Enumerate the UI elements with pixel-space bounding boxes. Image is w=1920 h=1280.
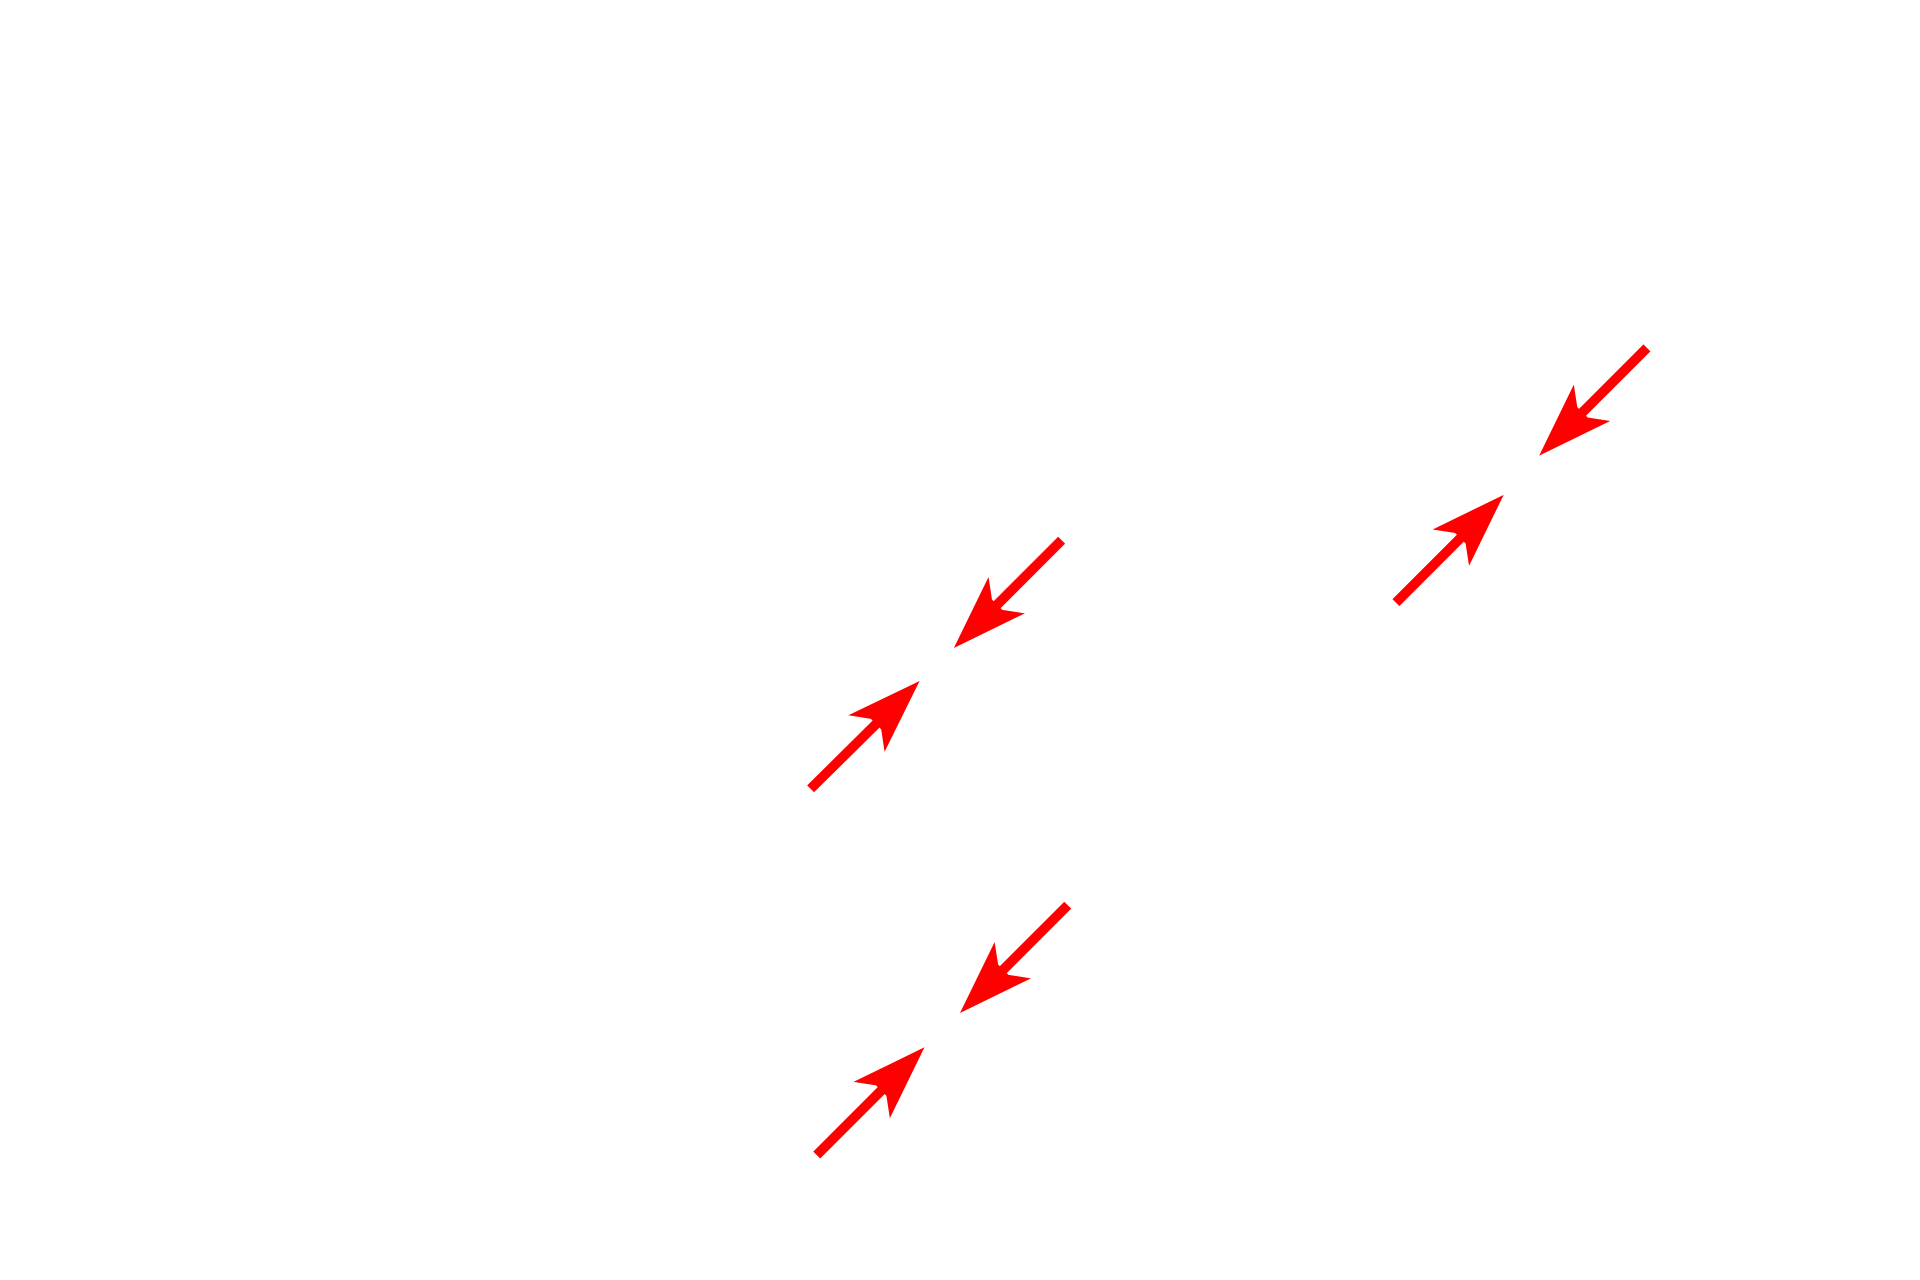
arrow-head-icon [1432, 494, 1504, 566]
arrow-head-icon [953, 576, 1025, 648]
arrow-shaft [996, 901, 1072, 977]
arrow-shaft [813, 1083, 889, 1159]
arrow-down-left [960, 901, 1072, 1013]
arrow-up-right [813, 1047, 925, 1159]
arrow-down-left [953, 536, 1066, 648]
arrow-head-icon [853, 1047, 925, 1119]
arrow-shaft [990, 536, 1066, 612]
arrow-head-icon [1539, 384, 1611, 456]
arrow-shaft [807, 717, 883, 793]
arrow-down-left [1539, 344, 1651, 456]
arrow-shaft [1392, 531, 1468, 607]
arrow-up-right [807, 681, 920, 793]
arrow-shaft [1575, 344, 1651, 420]
arrow-head-icon [960, 941, 1031, 1013]
arrow-up-right [1392, 494, 1504, 607]
arrow-head-icon [848, 681, 920, 752]
